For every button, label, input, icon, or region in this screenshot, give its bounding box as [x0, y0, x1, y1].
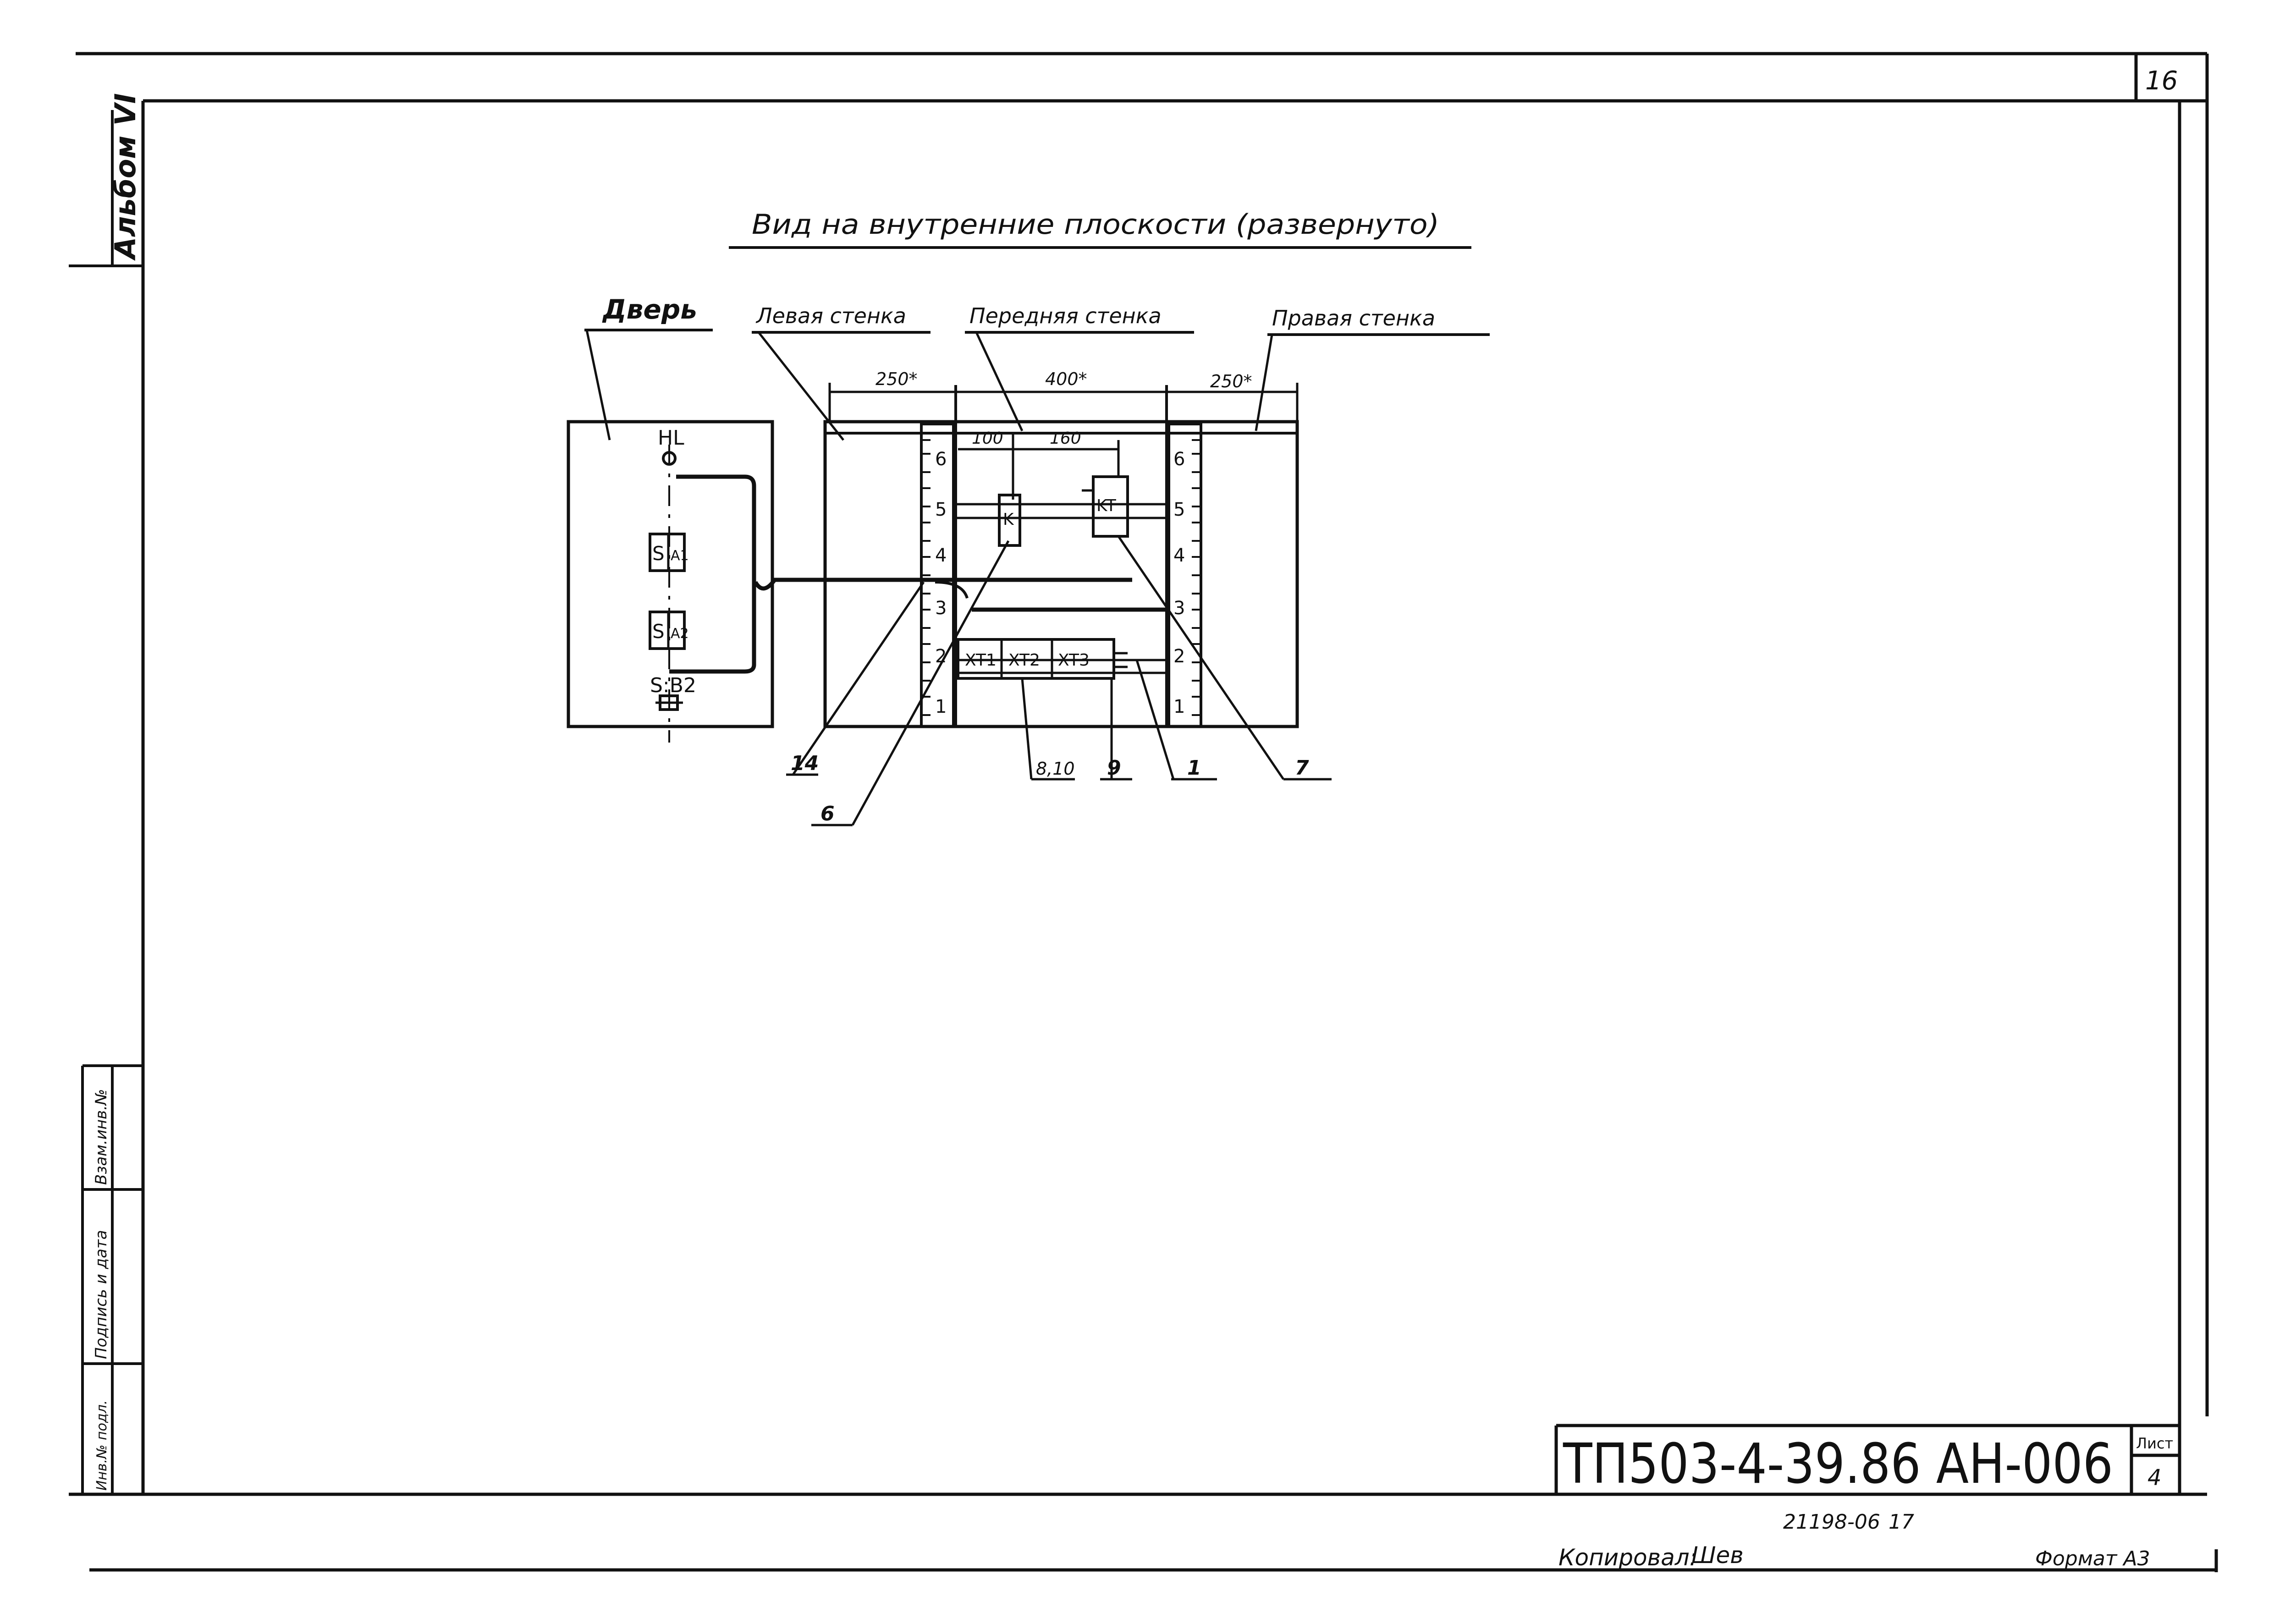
sheet-number: 4 — [2147, 1465, 2162, 1491]
drawing-frame — [69, 52, 2218, 1572]
left-rail-mark-3: 3 — [935, 598, 947, 619]
stamp-signature-date: Подпись и дата — [92, 1230, 110, 1359]
archive-code: 21198-06 — [1783, 1510, 1880, 1534]
dim-offset-1: 100 — [972, 429, 1003, 448]
section-labels: Дверь Левая стенка Передняя стенка Права… — [584, 294, 1490, 441]
archive-page: 17 — [1889, 1510, 1914, 1534]
relay-k — [998, 494, 1021, 547]
dim-right: 250* — [1210, 371, 1252, 391]
thermal-relay-kt — [1092, 475, 1129, 538]
copied-by-signature: Шев — [1691, 1542, 1744, 1569]
right-rail-mark-4: 4 — [1173, 545, 1185, 566]
right-rail-mark-2: 2 — [1173, 646, 1185, 667]
sheet-top-number: 16 — [2145, 66, 2178, 96]
right-rail-mark-1: 1 — [1173, 696, 1185, 717]
left-rail-mark-1: 1 — [935, 696, 947, 717]
right-rail-mark-5: 5 — [1173, 499, 1185, 520]
right-rail-mark-6: 6 — [1173, 449, 1185, 470]
door-panel: HL S A1 S A2 S:B2 — [567, 420, 774, 743]
label-door: Дверь — [602, 294, 697, 325]
terminal-block: XT1 XT2 XT3 — [957, 638, 1128, 680]
right-rail-mark-3: 3 — [1173, 598, 1185, 619]
sheet-label: Лист — [2136, 1435, 2173, 1452]
door-cable — [669, 474, 756, 674]
sa2-s-label: S — [652, 620, 665, 643]
callout-7: 7 — [1295, 756, 1309, 780]
copied-by-label: Копировал: — [1558, 1544, 1697, 1571]
title-block: ТП503-4-39.86 АН-006 Лист 4 — [1554, 1424, 2180, 1496]
paper-format: Формат А3 — [2035, 1547, 2150, 1570]
sa1-a-label: A1 — [671, 548, 689, 564]
dim-front: 400* — [1045, 369, 1087, 389]
label-right-wall: Правая стенка — [1272, 306, 1435, 330]
callout-14: 14 — [791, 752, 819, 775]
callout-8-10: 8,10 — [1036, 759, 1075, 779]
cabinet-unfolded: 250* 400* 250* 100 160 — [823, 369, 1299, 728]
side-stamp: Взам.инв.№ Подпись и дата Инв.№ подл. — [81, 1064, 143, 1494]
flex-cable — [754, 578, 1132, 591]
label-left-wall: Левая стенка — [755, 303, 906, 328]
left-rail-mark-6: 6 — [935, 449, 947, 470]
sa2-a-label: A2 — [671, 626, 689, 642]
relay-k-label: K — [1003, 510, 1014, 529]
view-title: Вид на внутренние плоскости (развернуто) — [752, 209, 1439, 241]
terminal-xt2: XT2 — [1008, 651, 1040, 670]
thermal-relay-kt-label: KT — [1096, 496, 1117, 515]
dim-left: 250* — [875, 369, 918, 389]
sb2-label: S:B2 — [650, 674, 696, 697]
dim-offset-2: 160 — [1050, 429, 1081, 448]
stamp-replaces-inv: Взам.инв.№ — [92, 1089, 110, 1185]
callouts: 14 6 8,10 9 1 7 — [786, 535, 1332, 826]
callout-1: 1 — [1187, 756, 1201, 780]
terminal-xt1: XT1 — [965, 651, 997, 670]
album-label: Альбом VI — [109, 93, 142, 261]
stamp-inv-no: Инв.№ подл. — [94, 1400, 110, 1491]
drawing-designation: ТП503-4-39.86 АН-006 — [1563, 1432, 2113, 1496]
left-rail-mark-5: 5 — [935, 499, 947, 520]
lamp-hl-label: HL — [658, 426, 684, 450]
sa1-s-label: S — [652, 542, 665, 565]
label-front-wall: Передняя стенка — [969, 303, 1162, 328]
callout-9: 9 — [1107, 756, 1121, 780]
left-rail-mark-4: 4 — [935, 545, 947, 566]
terminal-xt3: XT3 — [1058, 651, 1090, 670]
callout-6: 6 — [820, 802, 835, 826]
